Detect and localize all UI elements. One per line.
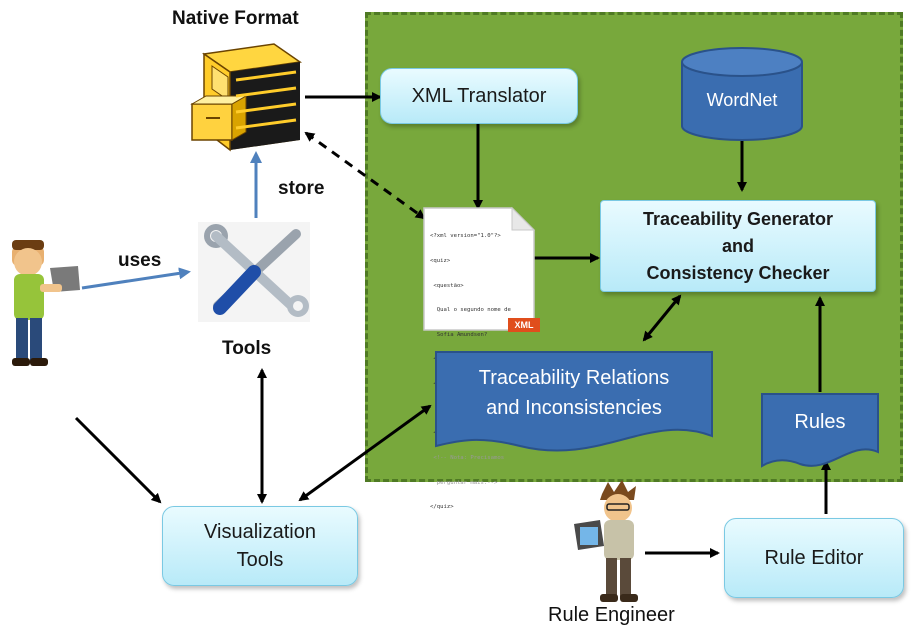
store-edge-label: store	[278, 178, 325, 199]
xml-line: </resposta>	[430, 430, 471, 437]
traceability-generator-label-line3: Consistency Checker	[646, 262, 830, 283]
traceability-generator-label-line2: and	[721, 235, 754, 256]
xml-translator-label: XML Translator	[411, 84, 547, 107]
xml-line: <?xml version="1.0"?>	[430, 233, 501, 240]
traceability-relations-line1: Traceability Relations	[478, 367, 670, 389]
xml-line: <questão>	[430, 282, 464, 289]
traceability-relations-line2: and Inconsistencies	[486, 397, 662, 419]
rules-label: Rules	[794, 410, 846, 433]
traceability-relations-label: Traceability Relations and Inconsistenci…	[436, 358, 712, 428]
traceability-generator-label-line1: Traceability Generator	[642, 208, 834, 229]
tools-label: Tools	[222, 338, 272, 359]
visualization-tools-label-line2: Tools	[236, 549, 284, 571]
rule-editor-box[interactable]: Rule Editor	[724, 518, 904, 598]
native-format-label: Native Format	[172, 8, 299, 29]
xml-line: <quiz>	[430, 258, 451, 265]
uses-edge-label: uses	[118, 250, 162, 271]
xml-line: </quiz>	[430, 504, 454, 511]
xml-line: Qual o segundo nome de	[430, 307, 511, 314]
xml-badge: XML	[514, 320, 534, 330]
arrow-dashed-store	[304, 131, 426, 220]
arrow-uses	[81, 267, 191, 290]
wordnet-label: WordNet	[706, 90, 778, 110]
visualization-tools-box[interactable]: Visualization Tools	[162, 506, 358, 586]
xml-line: Sofia Amundsen?	[430, 331, 488, 338]
rule-engineer-label: Rule Engineer	[548, 604, 675, 626]
rule-editor-label: Rule Editor	[764, 546, 864, 569]
arrow-user-to-visualization	[74, 416, 162, 504]
traceability-generator-box[interactable]: Traceability Generator and Consistency C…	[600, 200, 876, 292]
visualization-tools-label-line1: Visualization	[204, 521, 316, 543]
xml-line: <!-- Nota: Precisamos	[430, 454, 505, 461]
xml-translator-box[interactable]: XML Translator	[380, 68, 578, 124]
arrow-generator-relations	[642, 294, 682, 342]
arrow-visualization-relations	[298, 404, 432, 502]
xml-line: perguntar mais.-->	[430, 479, 498, 486]
